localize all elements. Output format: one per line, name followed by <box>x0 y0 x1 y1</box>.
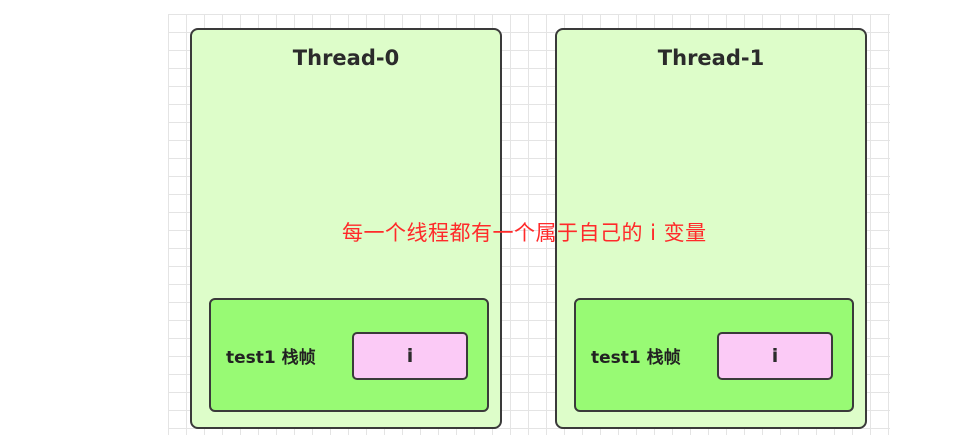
thread-box-0: Thread-0 test1 栈帧 i <box>190 28 502 429</box>
thread-title: Thread-0 <box>292 46 400 70</box>
stack-frame-label: test1 栈帧 <box>591 348 681 368</box>
annotation-text: 每一个线程都有一个属于自己的 i 变量 <box>342 221 707 245</box>
local-variable-box: i <box>717 332 833 380</box>
stack-frame: test1 栈帧 i <box>574 298 854 412</box>
local-variable-box: i <box>352 332 468 380</box>
stack-frame-label: test1 栈帧 <box>226 348 316 368</box>
thread-title: Thread-1 <box>657 46 765 70</box>
stack-frame: test1 栈帧 i <box>209 298 489 412</box>
thread-box-1: Thread-1 test1 栈帧 i <box>555 28 867 429</box>
